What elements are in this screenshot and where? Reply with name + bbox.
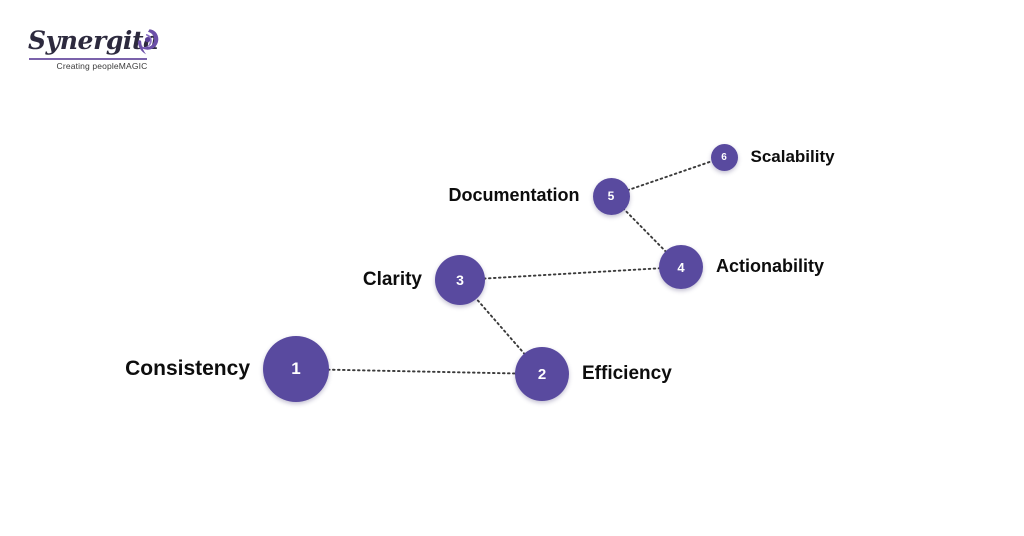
node-label-documentation: Documentation	[448, 185, 580, 205]
node-label-actionability: Actionability	[716, 256, 825, 276]
node-number: 4	[677, 259, 685, 275]
node-number: 2	[537, 365, 547, 383]
node-6[interactable]: 6	[710, 143, 738, 171]
node-4[interactable]: 4	[659, 245, 703, 289]
logo-tagline: Creating peopleMAGIC	[56, 61, 148, 71]
synergita-logo: Synergita Creating peopleMAGIC	[28, 26, 159, 76]
node-3[interactable]: 3	[435, 255, 485, 305]
node-label-scalability: Scalability	[750, 146, 835, 166]
node-number: 3	[456, 272, 464, 288]
node-number: 6	[721, 151, 727, 163]
edge-1-2	[327, 368, 517, 375]
swirl-icon	[129, 27, 159, 58]
node-number: 1	[291, 359, 301, 378]
edge-4-5	[622, 207, 668, 253]
edge-2-3	[474, 297, 526, 356]
node-2[interactable]: 2	[515, 347, 569, 401]
logo-divider	[29, 58, 147, 60]
node-1[interactable]: 1	[263, 336, 329, 402]
node-label-efficiency: Efficiency	[582, 362, 672, 384]
node-number: 5	[607, 189, 615, 203]
logo-wordmark: Synergita	[28, 26, 159, 55]
edge-5-6	[626, 160, 714, 192]
node-5[interactable]: 5	[592, 177, 630, 215]
edge-3-4	[483, 267, 661, 280]
node-label-clarity: Clarity	[362, 268, 422, 290]
node-label-consistency: Consistency	[125, 356, 250, 380]
